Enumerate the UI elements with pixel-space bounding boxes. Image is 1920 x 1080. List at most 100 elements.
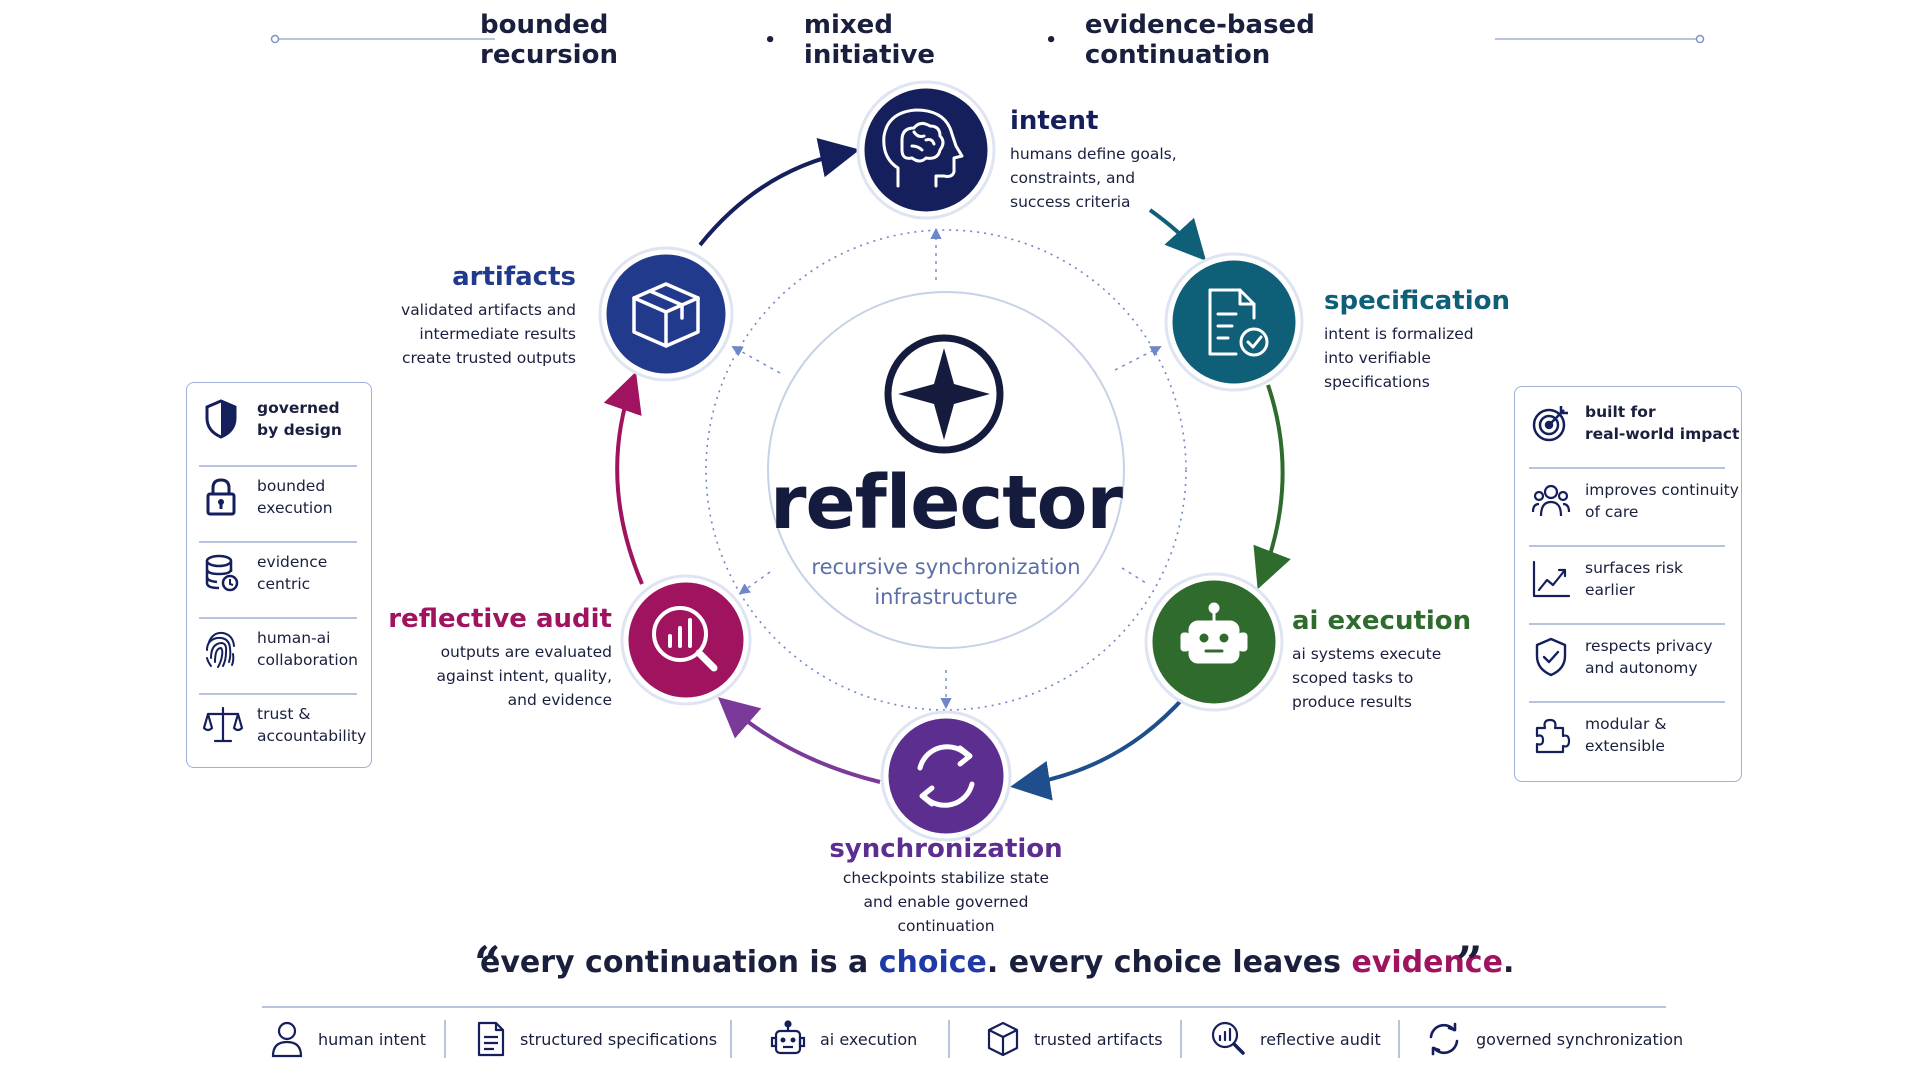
box-icon bbox=[632, 282, 700, 348]
dotted-ring bbox=[705, 229, 1187, 711]
artifacts-desc-line: intermediate results bbox=[419, 325, 576, 343]
quote-part3: . bbox=[1502, 945, 1515, 980]
synchronization-desc-line: checkpoints stabilize state bbox=[842, 869, 1050, 887]
reflective-audit-desc-line: and evidence bbox=[507, 691, 612, 709]
node-ai-execution[interactable] bbox=[1144, 572, 1284, 712]
quote-close-mark: ” bbox=[1456, 936, 1482, 990]
artifacts-desc-line: validated artifacts and bbox=[401, 301, 576, 319]
panel-item-governed: governed by design bbox=[203, 397, 342, 441]
robot-icon bbox=[770, 1020, 806, 1055]
intent-title: intent bbox=[1010, 106, 1099, 136]
center-circle bbox=[767, 291, 1125, 649]
specification-desc: intent is formalized into verifiable spe… bbox=[1324, 322, 1510, 394]
panel-label: of care bbox=[1585, 503, 1639, 521]
synchronization-desc: checkpoints stabilize state and enable g… bbox=[796, 866, 1096, 938]
scales-icon bbox=[203, 706, 243, 743]
open-quote: “ bbox=[474, 936, 501, 990]
legend-ai-execution: ai execution bbox=[770, 1020, 917, 1058]
panel-item-impact: built for real-world impact bbox=[1531, 401, 1739, 445]
shield-check-icon bbox=[1535, 637, 1567, 677]
synchronization-desc-line: continuation bbox=[897, 917, 995, 935]
intent-desc: humans define goals, constraints, and su… bbox=[1010, 142, 1177, 214]
tagline-middle: mixed initiative bbox=[803, 10, 936, 70]
reflective-audit-title: reflective audit bbox=[388, 604, 612, 634]
tagline-left: bounded recursion bbox=[480, 10, 618, 70]
brand-subtitle: recursive synchronization infrastructure bbox=[746, 552, 1146, 612]
target-icon bbox=[1532, 406, 1568, 442]
sync-icon bbox=[917, 744, 975, 808]
panel-label: evidence bbox=[257, 553, 328, 571]
legend-label: ai execution bbox=[820, 1029, 918, 1049]
synchronization-desc-line: and enable governed bbox=[863, 893, 1029, 911]
legend-reflective-audit: reflective audit bbox=[1210, 1020, 1381, 1058]
brand-subtitle-line1: recursive synchronization bbox=[811, 555, 1081, 579]
ai-execution-desc-line: produce results bbox=[1292, 693, 1412, 711]
intent-desc-line: constraints, and bbox=[1010, 169, 1136, 187]
trend-icon bbox=[1532, 560, 1571, 598]
label-reflective-audit: reflective audit outputs are evaluated a… bbox=[340, 604, 612, 712]
document-check-icon bbox=[1208, 288, 1269, 357]
panel-item-risk: surfaces risk earlier bbox=[1531, 557, 1683, 601]
label-intent: intent humans define goals, constraints,… bbox=[1010, 106, 1177, 214]
artifacts-title: artifacts bbox=[452, 262, 576, 292]
fingerprint-icon bbox=[206, 631, 235, 668]
panel-label: accountability bbox=[257, 727, 367, 745]
panel-label: and autonomy bbox=[1585, 659, 1698, 677]
panel-label: built for bbox=[1585, 403, 1656, 421]
panel-label: centric bbox=[257, 575, 311, 593]
panel-label: earlier bbox=[1585, 581, 1635, 599]
brand-title: reflector bbox=[769, 460, 1123, 546]
panel-label: real-world impact bbox=[1585, 425, 1740, 443]
document-icon bbox=[477, 1021, 505, 1057]
panel-label: collaboration bbox=[257, 651, 358, 669]
bottom-divider bbox=[262, 1006, 1666, 1008]
ai-execution-desc-line: scoped tasks to bbox=[1292, 669, 1414, 687]
shield-icon bbox=[205, 399, 237, 439]
panel-item-bounded: bounded execution bbox=[203, 475, 333, 519]
legend-label: structured specifications bbox=[520, 1029, 718, 1049]
label-ai-execution: ai execution ai systems execute scoped t… bbox=[1292, 606, 1471, 714]
legend-trusted-artifacts: trusted artifacts bbox=[986, 1020, 1163, 1058]
legend-label: human intent bbox=[318, 1029, 427, 1049]
ai-execution-title: ai execution bbox=[1292, 606, 1472, 636]
tagline-separator-1: • bbox=[764, 29, 776, 51]
magnifier-chart-icon bbox=[652, 606, 718, 672]
people-icon bbox=[1531, 484, 1571, 517]
panel-label: improves continuity bbox=[1585, 481, 1739, 499]
panel-label: trust & bbox=[257, 705, 311, 723]
node-intent[interactable] bbox=[856, 80, 996, 220]
panel-label: governed bbox=[257, 399, 340, 417]
robot-icon bbox=[1180, 602, 1248, 664]
compass-star-icon bbox=[884, 334, 1004, 454]
database-icon bbox=[205, 554, 239, 592]
intent-desc-line: humans define goals, bbox=[1010, 145, 1177, 163]
panel-label: modular & bbox=[1585, 715, 1667, 733]
arrow-sync-to-audit bbox=[717, 697, 881, 784]
brain-head-icon bbox=[882, 108, 964, 188]
magnifier-chart-icon bbox=[1211, 1021, 1245, 1055]
quote-highlight-choice: choice bbox=[878, 945, 987, 980]
node-reflective-audit[interactable] bbox=[620, 574, 752, 706]
tagline-separator-2: • bbox=[1045, 29, 1057, 51]
left-feature-panel: governed by design bounded execution evi… bbox=[186, 382, 372, 768]
tagline: bounded recursion • mixed initiative • e… bbox=[480, 10, 1480, 70]
sync-icon bbox=[1429, 1022, 1459, 1056]
tagline-right: evidence-based continuation bbox=[1084, 10, 1315, 70]
quote-part1: every continuation is a bbox=[480, 945, 879, 980]
node-artifacts[interactable] bbox=[598, 246, 734, 382]
panel-item-trust: trust & accountability bbox=[203, 703, 366, 747]
quote-part2: . every choice leaves bbox=[986, 945, 1352, 980]
ai-execution-desc-line: ai systems execute bbox=[1292, 645, 1442, 663]
label-artifacts: artifacts validated artifacts and interm… bbox=[300, 262, 576, 370]
node-specification[interactable] bbox=[1164, 252, 1304, 392]
right-feature-panel: built for real-world impact improves con… bbox=[1514, 386, 1742, 782]
node-synchronization[interactable] bbox=[880, 710, 1012, 842]
reflective-audit-desc: outputs are evaluated against intent, qu… bbox=[340, 640, 613, 712]
legend-governed-synchronization: governed synchronization bbox=[1426, 1020, 1683, 1058]
legend-label: governed synchronization bbox=[1476, 1029, 1684, 1049]
panel-label: respects privacy bbox=[1585, 637, 1713, 655]
arrow-artifacts-to-intent bbox=[698, 138, 860, 247]
panel-item-continuity: improves continuity of care bbox=[1531, 479, 1739, 523]
ai-execution-desc: ai systems execute scoped tasks to produ… bbox=[1292, 642, 1471, 714]
